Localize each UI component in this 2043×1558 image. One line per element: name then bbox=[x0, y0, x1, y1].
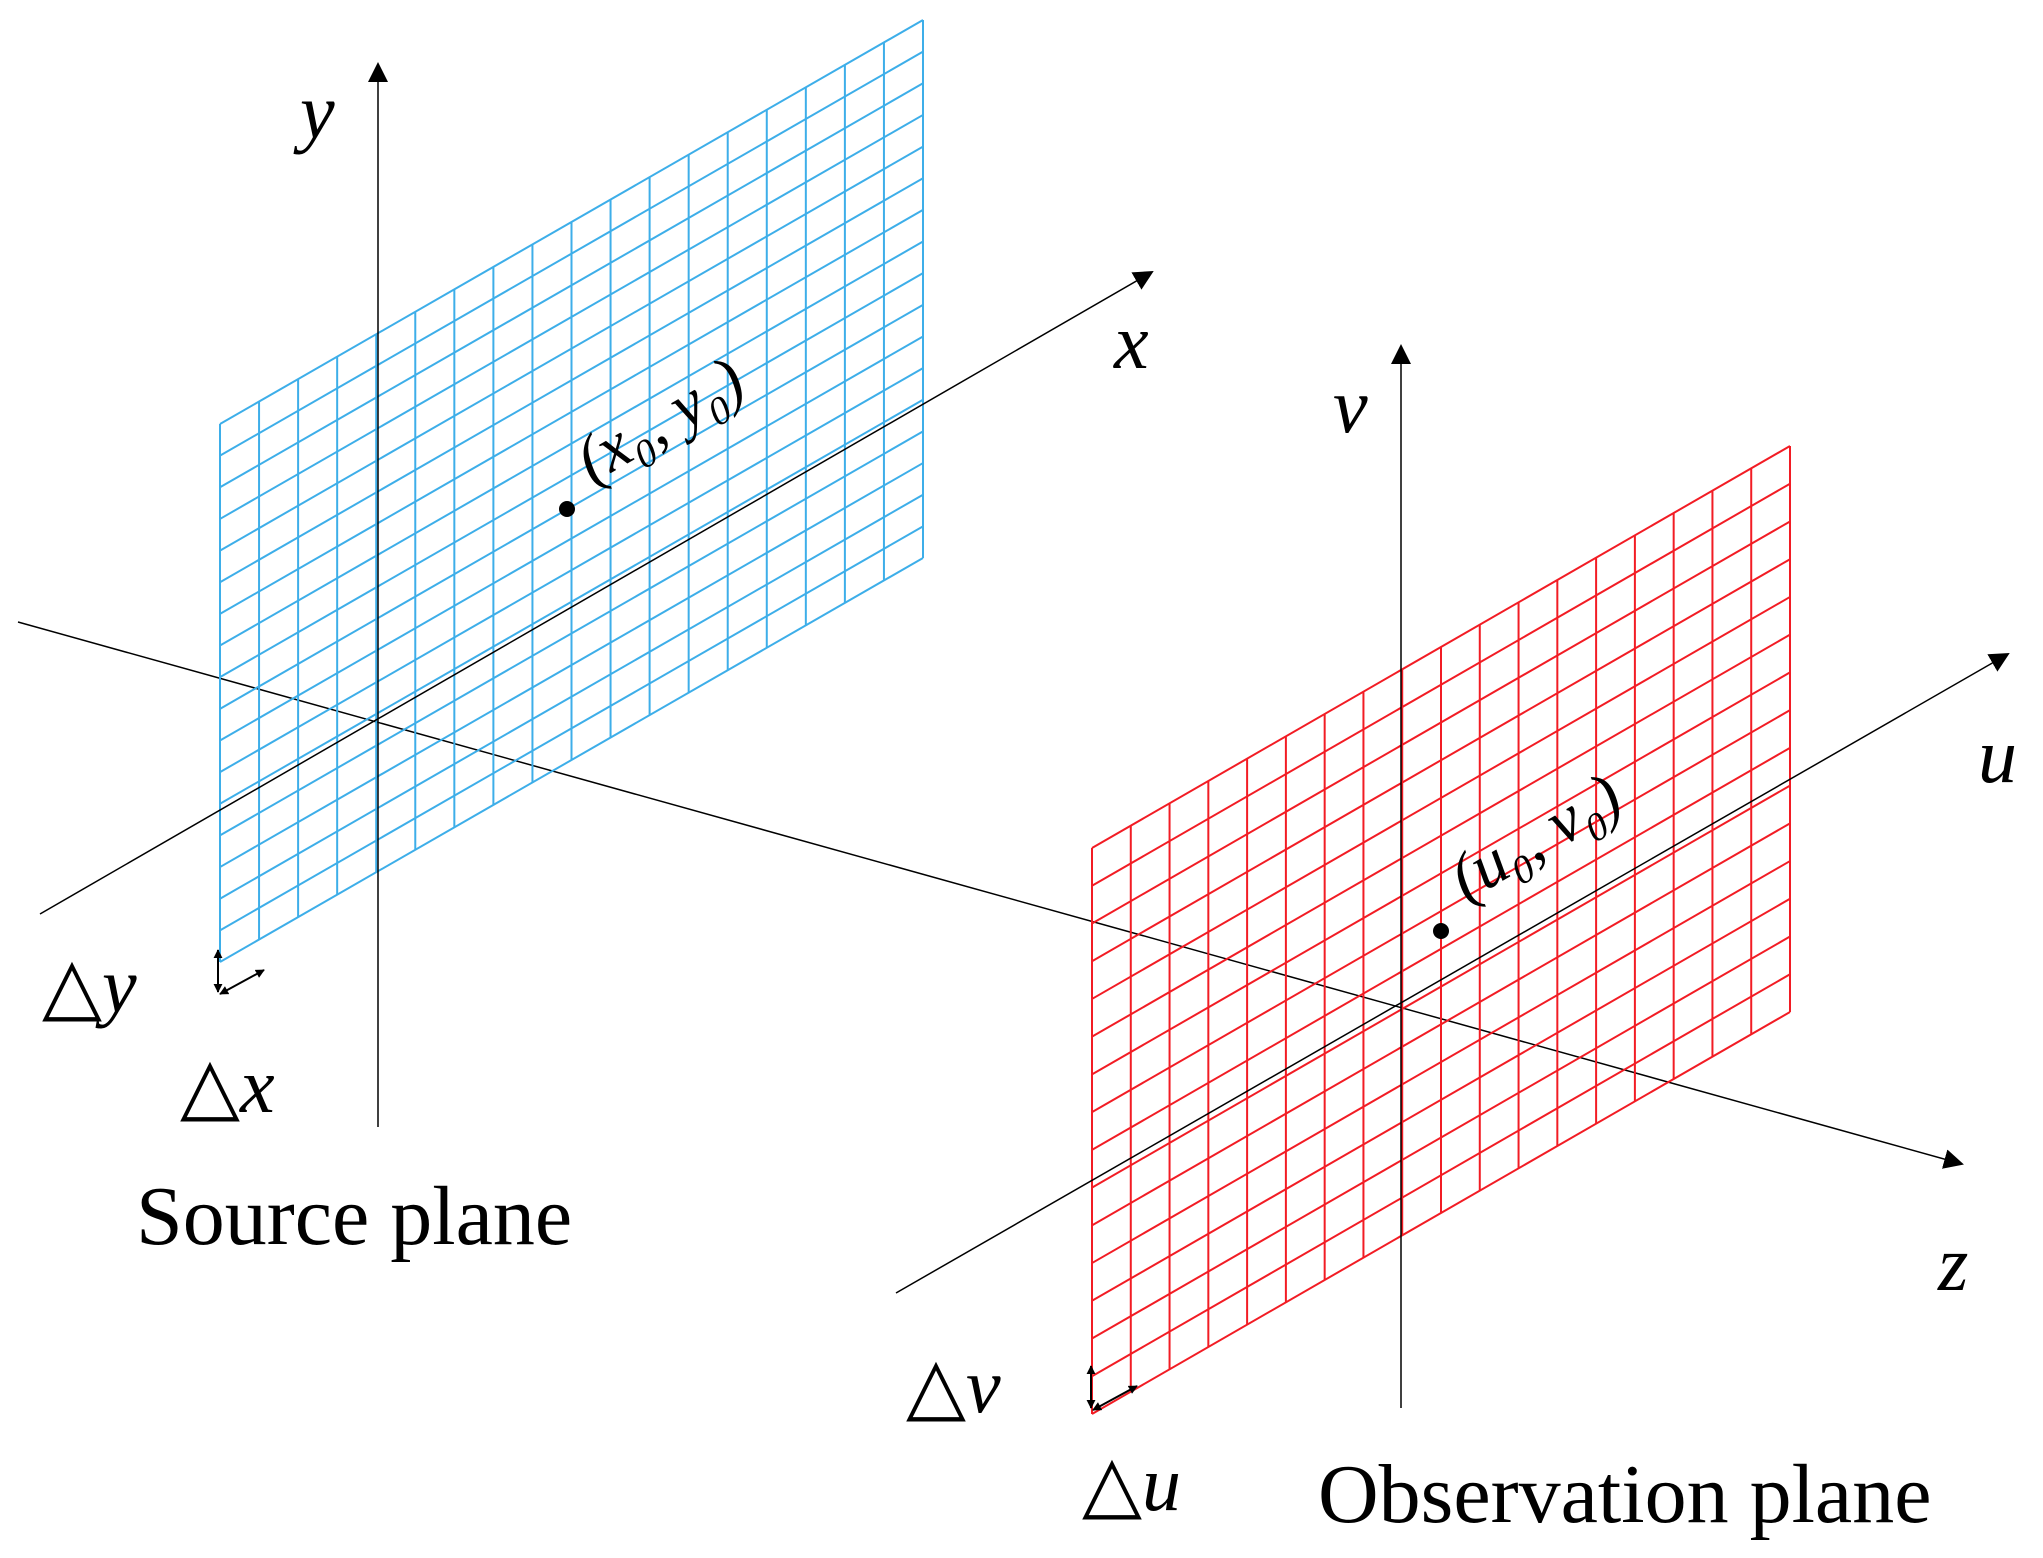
source-grid-row-line bbox=[219, 430, 924, 837]
source-grid-row-line bbox=[219, 335, 924, 742]
observation-grid-row-line bbox=[1091, 671, 1791, 1076]
observation-grid-row-line bbox=[1091, 784, 1791, 1189]
v-axis-label: v bbox=[1333, 362, 1368, 449]
source-grid-row-line bbox=[219, 114, 924, 520]
observation-delta-arrows bbox=[1086, 1365, 1138, 1411]
observation-grid-row-line bbox=[1091, 709, 1791, 1113]
source-delta-arrows bbox=[213, 949, 265, 995]
source-grid-row-line bbox=[219, 557, 924, 963]
observation-plane-caption: Observation plane bbox=[1318, 1448, 1931, 1541]
observation-grid-row-line bbox=[1091, 633, 1791, 1038]
delta-y-label: △y bbox=[42, 942, 137, 1029]
z-axis bbox=[17, 621, 1964, 1169]
x-axis-label: x bbox=[1113, 298, 1149, 385]
source-grid-row-line bbox=[219, 145, 924, 552]
observation-grid-row-line bbox=[1091, 520, 1791, 925]
source-grid-row-line bbox=[219, 82, 924, 489]
observation-grid-row-line bbox=[1091, 1011, 1791, 1415]
observation-plane-grid bbox=[1091, 445, 1791, 1415]
source-grid-row-line bbox=[219, 50, 924, 457]
source-point-dot bbox=[559, 501, 575, 517]
source-grid-row-line bbox=[219, 272, 924, 679]
source-grid-row-line bbox=[219, 209, 924, 615]
observation-grid-row-line bbox=[1091, 445, 1791, 849]
u-axis bbox=[895, 653, 2010, 1294]
observation-grid-row-line bbox=[1091, 596, 1791, 1000]
observation-grid-row-line bbox=[1091, 482, 1791, 887]
observation-grid-row-line bbox=[1091, 822, 1791, 1227]
observation-grid-row-line bbox=[1091, 747, 1791, 1151]
observation-grid-row-line bbox=[1091, 860, 1791, 1264]
observation-point-dot bbox=[1433, 923, 1449, 939]
source-plane-caption: Source plane bbox=[136, 1170, 572, 1263]
observation-grid-row-line bbox=[1091, 973, 1791, 1378]
source-grid-row-line bbox=[219, 367, 924, 773]
observation-grid-row-line bbox=[1091, 935, 1791, 1340]
y-axis-label: y bbox=[293, 68, 335, 155]
source-grid-row-line bbox=[219, 398, 924, 805]
source-grid-row-line bbox=[219, 240, 924, 647]
source-plane-grid bbox=[219, 19, 924, 963]
source-grid-row-line bbox=[219, 525, 924, 932]
source-grid-row-line bbox=[219, 462, 924, 868]
u-axis-label: u bbox=[1978, 712, 2017, 799]
source-grid-row-line bbox=[219, 493, 924, 900]
delta-v-label: △v bbox=[906, 1342, 1001, 1429]
source-grid-row-line bbox=[219, 177, 924, 584]
observation-grid-row-line bbox=[1091, 897, 1791, 1302]
observation-grid-row-line bbox=[1091, 558, 1791, 963]
source-grid-row-line bbox=[219, 19, 924, 425]
delta-u-label: △u bbox=[1082, 1440, 1181, 1527]
z-axis-label: z bbox=[1937, 1220, 1968, 1307]
delta-x-label: △x bbox=[180, 1042, 275, 1129]
x-axis bbox=[39, 271, 1154, 915]
